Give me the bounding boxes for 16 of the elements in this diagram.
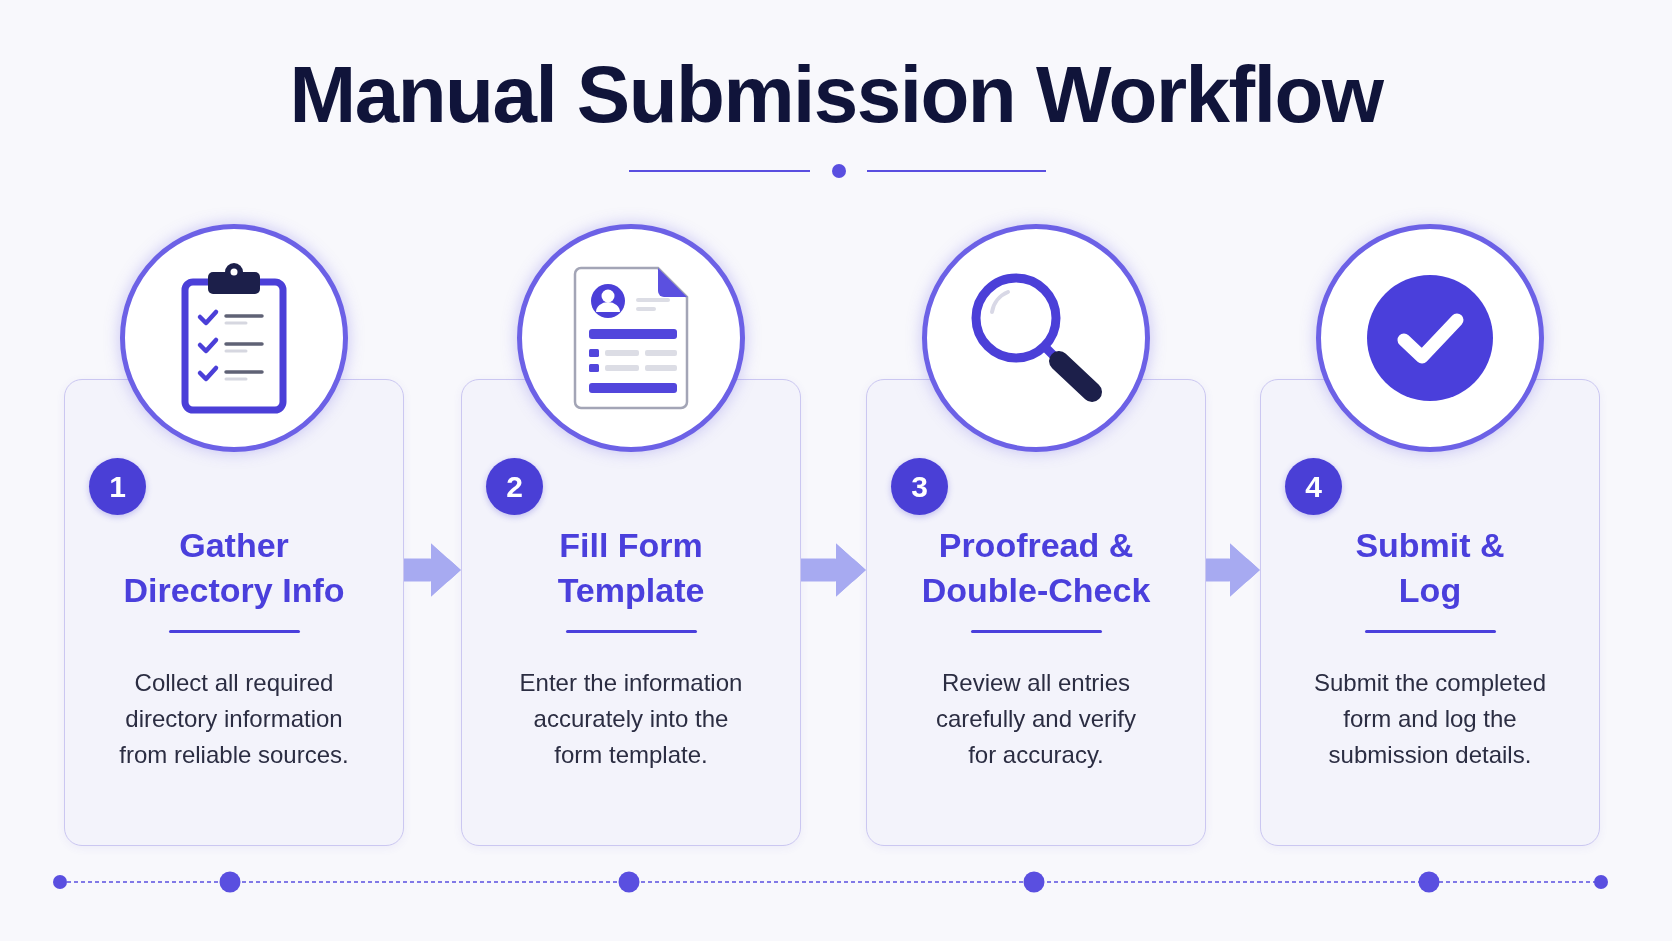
step-description: Review all entries carefully and verify for accuracy. — [934, 668, 1138, 770]
step-title: Proofread & Double-Check — [920, 525, 1152, 611]
step-description: Enter the information accurately into the form template. — [518, 668, 744, 770]
title: Manual Submission Workflow — [289, 55, 1383, 135]
step-description: Collect all required directory information from reliable sources. — [118, 668, 350, 770]
step-title: Gather Directory Info — [122, 525, 346, 611]
step-title: Fill Form Template — [556, 525, 706, 611]
number-badge: 2 — [486, 458, 543, 515]
number-badge: 1 — [89, 458, 146, 515]
step-title: Submit & Log — [1354, 525, 1506, 611]
step-description: Submit the completed form and log the submission details. — [1312, 668, 1548, 770]
number-badge: 4 — [1285, 458, 1342, 515]
number-badge: 3 — [891, 458, 948, 515]
flow-arrow — [404, 543, 461, 597]
flow-arrow — [1206, 543, 1260, 597]
flow-arrow — [801, 543, 866, 597]
